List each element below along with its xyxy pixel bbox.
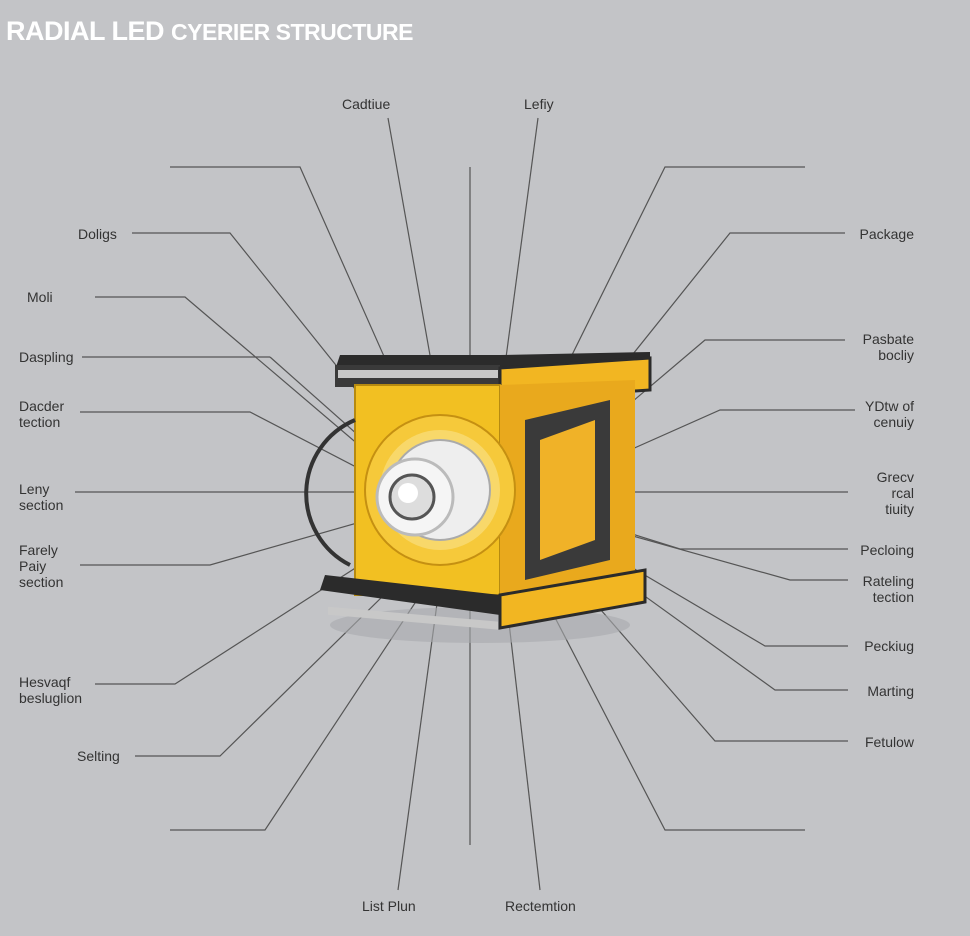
label-right-8: Marting [867, 683, 914, 699]
label-left-6: Farely Paiy section [19, 542, 64, 590]
title-part-2: CYERIER STRUCTURE [171, 19, 413, 45]
label-right-4: Grecv rcal tiuity [876, 469, 914, 517]
label-left-3: Daspling [19, 349, 74, 365]
label-top-1: Cadtiue [342, 96, 391, 112]
label-left-7: Hesvaqf besluglion [19, 674, 83, 706]
led-carrier-housing [304, 352, 652, 643]
label-right-3: YDtw of cenuiy [864, 398, 914, 430]
label-left-1: Doligs [78, 226, 117, 242]
label-left-4: Dacder tection [19, 398, 65, 430]
title-part-1: RADIAL LED [6, 16, 165, 46]
label-left-8: Selting [77, 748, 120, 764]
label-right-2: Pasbate bocliy [862, 331, 914, 363]
label-right-1: Package [859, 226, 914, 242]
label-left-2: Moli [27, 289, 53, 305]
label-right-9: Fetulow [864, 734, 914, 750]
label-right-7: Peckiug [864, 638, 914, 654]
label-top-2: Lefiy [524, 96, 554, 112]
label-bottom-1: List Plun [362, 898, 416, 914]
label-right-6: Rateling tection [862, 573, 914, 605]
diagram-title: RADIAL LED CYERIER STRUCTURE [6, 16, 413, 47]
label-left-5: Leny section [19, 481, 64, 513]
label-bottom-2: Rectemtion [505, 898, 576, 914]
label-right-5: Pecloing [860, 542, 914, 558]
